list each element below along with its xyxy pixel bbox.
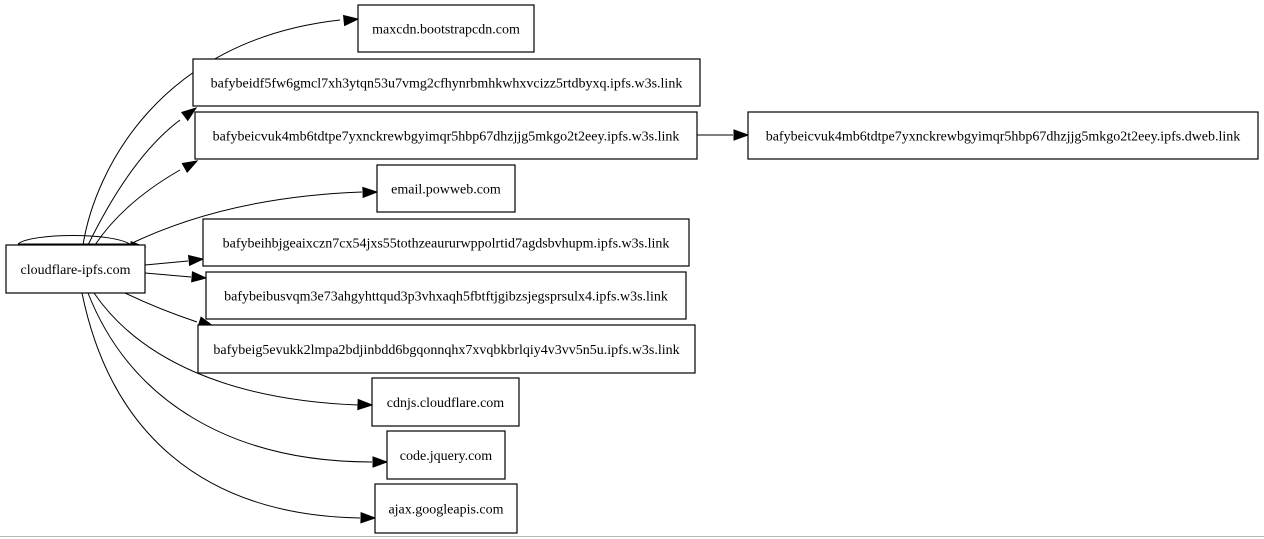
edge-src-to-n6	[144, 271, 208, 283]
node-label: bafybeicvuk4mb6tdtpe7yxnckrewbgyimqr5hbp…	[213, 130, 680, 145]
bottom-divider	[0, 536, 1264, 537]
edge-line	[124, 292, 198, 323]
edge-line	[17, 235, 132, 246]
node-box	[202, 218, 690, 267]
graph-node: ajax.googleapis.com	[374, 483, 518, 534]
edge-line	[144, 272, 192, 278]
node-box	[386, 430, 506, 480]
node-label: bafybeibusvqm3e73ahgyhttqud3p3vhxaqh5fbt…	[224, 290, 668, 305]
arrowhead-icon	[180, 107, 198, 122]
node-label: cloudflare-ipfs.com	[20, 263, 130, 278]
graph-node: bafybeibusvqm3e73ahgyhttqud3p3vhxaqh5fbt…	[205, 271, 687, 320]
graph-node: maxcdn.bootstrapcdn.com	[357, 4, 535, 53]
arrowhead-icon	[357, 398, 374, 411]
edge-src-to-n7	[124, 292, 215, 328]
graph-node: code.jquery.com	[386, 430, 506, 480]
edges-layer	[17, 14, 750, 524]
node-label: bafybeihbjgeaixczn7cx54jxs55tothzeaururw…	[223, 237, 670, 252]
node-box	[374, 483, 518, 534]
edge-src-to-n4	[127, 186, 379, 246]
graph-node: bafybeig5evukk2lmpa2bdjinbdd6bgqonnqhx7x…	[197, 324, 696, 374]
edge-src-to-n9	[87, 292, 389, 468]
node-label: bafybeidf5fw6gmcl7xh3ytqn53u7vmg2cfhynrb…	[211, 77, 683, 92]
edge-line	[87, 292, 373, 463]
node-label: bafybeicvuk4mb6tdtpe7yxnckrewbgyimqr5hbp…	[766, 130, 1241, 145]
graph-node: bafybeicvuk4mb6tdtpe7yxnckrewbgyimqr5hbp…	[747, 111, 1259, 160]
node-label: bafybeig5evukk2lmpa2bdjinbdd6bgqonnqhx7x…	[213, 343, 679, 358]
edge-line	[87, 119, 181, 246]
node-label: ajax.googleapis.com	[388, 503, 503, 518]
edge-src-to-n8	[93, 292, 374, 411]
node-box	[192, 58, 701, 107]
edge-n3-to-n3b	[697, 129, 750, 141]
edge-line	[144, 260, 189, 266]
edge-line	[82, 19, 341, 246]
edge-line	[127, 191, 363, 246]
node-box	[747, 111, 1259, 160]
node-box	[371, 377, 520, 427]
arrowhead-icon	[733, 129, 750, 141]
arrowhead-icon	[362, 186, 379, 199]
graph-node: bafybeidf5fw6gmcl7xh3ytqn53u7vmg2cfhynrb…	[192, 58, 701, 107]
node-label: code.jquery.com	[400, 449, 492, 464]
nodes-layer: cloudflare-ipfs.com maxcdn.bootstrapcdn.c…	[5, 4, 1259, 534]
edge-line	[81, 292, 361, 519]
node-box	[357, 4, 535, 53]
arrowhead-icon	[372, 456, 389, 468]
edge-line	[94, 169, 181, 246]
edge-src-to-n3	[94, 160, 199, 246]
node-label: maxcdn.bootstrapcdn.com	[372, 23, 520, 38]
node-box	[194, 111, 698, 160]
edge-src-to-n5	[144, 254, 205, 267]
node-box	[205, 271, 687, 320]
graph-node: bafybeihbjgeaixczn7cx54jxs55tothzeaururw…	[202, 218, 690, 267]
graph-node: email.powweb.com	[376, 164, 516, 213]
arrowhead-icon	[342, 14, 360, 27]
edge-src-to-n2	[87, 107, 198, 246]
node-label: cdnjs.cloudflare.com	[387, 396, 505, 411]
graph-node: cloudflare-ipfs.com	[5, 244, 146, 294]
node-box	[197, 324, 696, 374]
edge-line	[93, 292, 359, 406]
node-box	[5, 244, 146, 294]
arrowhead-icon	[187, 254, 205, 267]
edge-src-to-n10	[81, 292, 377, 524]
arrowhead-icon	[191, 271, 208, 283]
edge-src-to-n1	[82, 14, 360, 246]
node-box	[376, 164, 516, 213]
graph-node: cdnjs.cloudflare.com	[371, 377, 520, 427]
arrowhead-icon	[360, 512, 377, 524]
node-label: email.powweb.com	[391, 183, 501, 198]
graph-node: bafybeicvuk4mb6tdtpe7yxnckrewbgyimqr5hbp…	[194, 111, 698, 160]
arrowhead-icon	[181, 160, 199, 174]
